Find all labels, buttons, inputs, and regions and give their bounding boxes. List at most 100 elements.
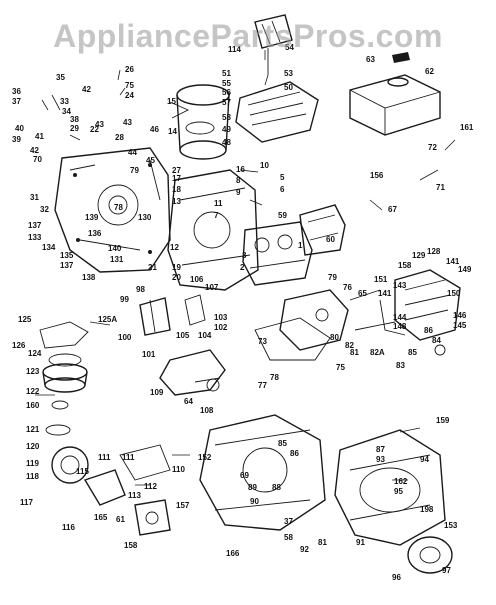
part-number: 64 bbox=[184, 397, 193, 406]
recoil-starter-drawing bbox=[45, 424, 171, 536]
part-number: 11 bbox=[214, 199, 223, 208]
part-number: 96 bbox=[392, 573, 401, 582]
part-number: 37 bbox=[12, 97, 21, 106]
part-number: 53 bbox=[284, 69, 293, 78]
part-number: 44 bbox=[128, 148, 137, 157]
part-number: 139 bbox=[85, 213, 99, 222]
part-number: 34 bbox=[62, 107, 71, 116]
part-number: 113 bbox=[128, 491, 141, 500]
part-number: 65 bbox=[358, 289, 367, 298]
part-number: 21 bbox=[148, 263, 157, 272]
part-number: 93 bbox=[376, 455, 385, 464]
part-number: 72 bbox=[428, 143, 437, 152]
part-number: 51 bbox=[222, 69, 231, 78]
part-number: 76 bbox=[343, 283, 352, 292]
part-number: 50 bbox=[284, 83, 293, 92]
flywheel-hub-drawing bbox=[159, 349, 226, 396]
part-number: 46 bbox=[150, 125, 159, 134]
part-number: 124 bbox=[28, 349, 42, 358]
part-number: 19 bbox=[172, 263, 181, 272]
part-number: 2 bbox=[240, 263, 245, 272]
part-number: 59 bbox=[278, 211, 287, 220]
part-number: 101 bbox=[142, 350, 156, 359]
part-number: 16 bbox=[236, 165, 245, 174]
part-number: 82A bbox=[370, 348, 385, 357]
part-number: 7 bbox=[214, 211, 219, 220]
part-number: 13 bbox=[172, 197, 181, 206]
part-number: 55 bbox=[222, 79, 231, 88]
part-number: 82 bbox=[345, 341, 354, 350]
part-number: 79 bbox=[130, 166, 139, 175]
part-number: 99 bbox=[120, 295, 129, 304]
part-number: 61 bbox=[116, 515, 125, 524]
part-number: 12 bbox=[170, 243, 179, 252]
part-number: 6 bbox=[280, 185, 285, 194]
part-number: 58 bbox=[284, 533, 293, 542]
part-number: 143 bbox=[393, 281, 407, 290]
part-number: 151 bbox=[374, 275, 388, 284]
part-number: 103 bbox=[214, 313, 228, 322]
part-number: 26 bbox=[125, 65, 134, 74]
part-number: 166 bbox=[226, 549, 240, 558]
part-number-labels: 35 36 37 33 42 34 38 29 40 41 39 42 70 4… bbox=[12, 43, 474, 582]
part-number: 33 bbox=[60, 97, 69, 106]
part-number: 1 bbox=[298, 241, 303, 250]
part-number: 85 bbox=[408, 348, 417, 357]
part-number: 31 bbox=[30, 193, 39, 202]
part-number: 70 bbox=[33, 155, 42, 164]
part-number: 58 bbox=[222, 113, 231, 122]
part-number: 159 bbox=[436, 416, 450, 425]
part-number: 148 bbox=[393, 322, 407, 331]
part-number: 120 bbox=[26, 442, 40, 451]
part-number: 165 bbox=[94, 513, 108, 522]
part-number: 27 bbox=[172, 166, 181, 175]
part-number: 43 bbox=[95, 120, 104, 129]
part-number: 24 bbox=[125, 91, 134, 100]
part-number: 135 bbox=[60, 251, 74, 260]
part-number: 116 bbox=[62, 523, 75, 532]
part-number: 14 bbox=[168, 127, 177, 136]
part-number: 156 bbox=[370, 171, 384, 180]
part-number: 20 bbox=[172, 273, 181, 282]
part-number: 75 bbox=[336, 363, 345, 372]
part-number: 87 bbox=[376, 445, 385, 454]
part-number: 62 bbox=[425, 67, 434, 76]
part-number: 126 bbox=[12, 341, 26, 350]
part-number: 15 bbox=[167, 97, 176, 106]
part-number: 32 bbox=[40, 205, 49, 214]
part-number: 54 bbox=[285, 43, 294, 52]
part-number: 40 bbox=[15, 124, 24, 133]
part-number: 75 bbox=[125, 81, 134, 90]
cylinder-piston-drawing bbox=[169, 84, 230, 160]
part-number: 10 bbox=[260, 161, 269, 170]
part-number: 162 bbox=[394, 477, 408, 486]
part-number: 67 bbox=[388, 205, 397, 214]
part-number: 118 bbox=[26, 472, 39, 481]
part-number: 60 bbox=[326, 235, 335, 244]
part-number: 37 bbox=[284, 517, 293, 526]
air-filter-drawing bbox=[299, 204, 346, 256]
part-number: 104 bbox=[198, 331, 212, 340]
part-number: 28 bbox=[115, 133, 124, 142]
part-number: 105 bbox=[176, 331, 190, 340]
part-number: 86 bbox=[424, 326, 433, 335]
part-number: 29 bbox=[70, 124, 79, 133]
part-number: 150 bbox=[447, 289, 461, 298]
part-number: 125 bbox=[18, 315, 32, 324]
part-number: 137 bbox=[28, 221, 42, 230]
part-number: 100 bbox=[118, 333, 132, 342]
part-number: 78 bbox=[270, 373, 279, 382]
part-number: 42 bbox=[30, 146, 39, 155]
part-number: 38 bbox=[70, 115, 79, 124]
part-number: 152 bbox=[198, 453, 212, 462]
part-number: 110 bbox=[172, 465, 185, 474]
part-number: 111 bbox=[98, 453, 111, 462]
part-number: 112 bbox=[144, 482, 157, 491]
part-number: 102 bbox=[214, 323, 228, 332]
part-number: 146 bbox=[453, 311, 467, 320]
carburetor-drawing bbox=[242, 221, 313, 286]
part-number: 114 bbox=[228, 45, 241, 54]
part-number: 161 bbox=[460, 123, 474, 132]
